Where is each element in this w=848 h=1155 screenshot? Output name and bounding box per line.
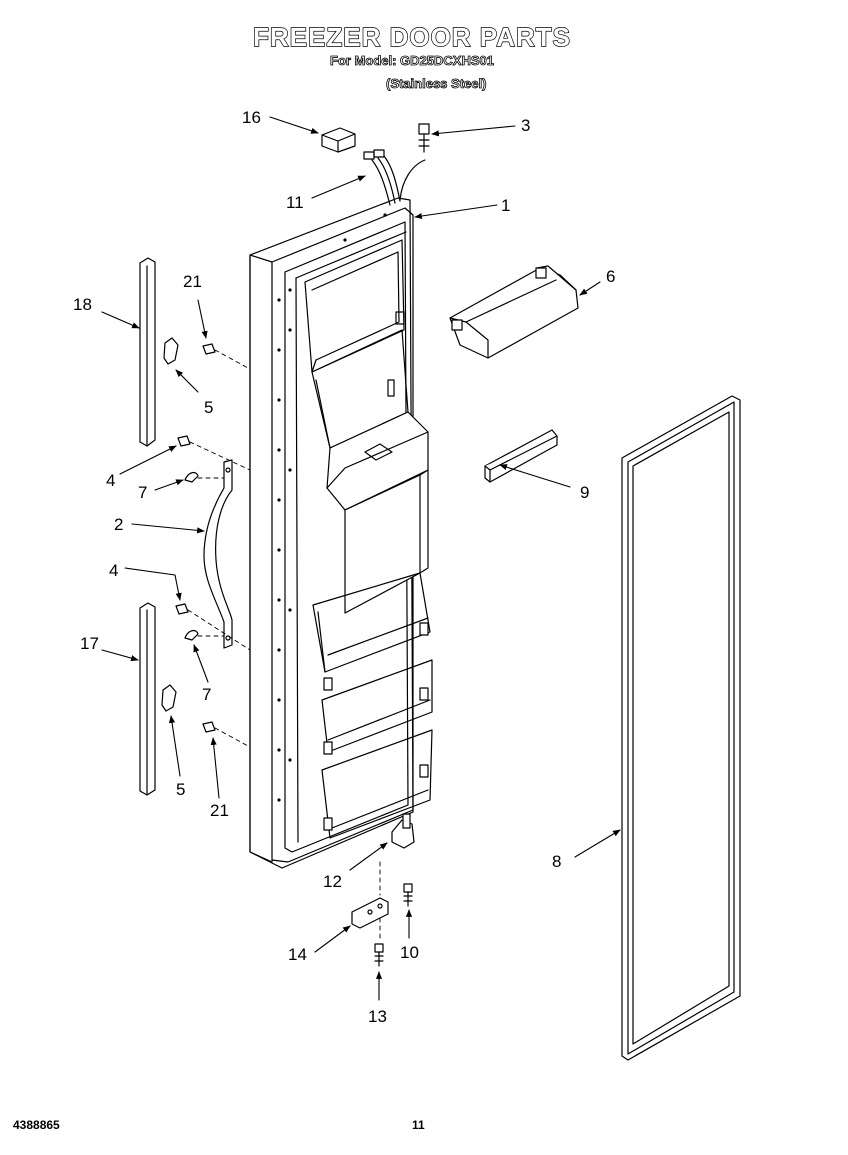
trim-strip-18: [139, 257, 156, 447]
door-gasket: [621, 395, 741, 1061]
callout-9: 9: [580, 483, 589, 502]
screw-part-3: [418, 123, 430, 153]
callout-13: 13: [368, 1007, 387, 1026]
model-line: For Model: GD25DCXHS01: [330, 53, 495, 69]
callout-18: 18: [73, 295, 92, 314]
callout-11: 11: [286, 193, 304, 212]
trim-strip: [484, 429, 558, 483]
callout-7a: 7: [138, 483, 147, 502]
leader-arrows: [101, 116, 621, 1001]
wire-harness: [363, 149, 426, 206]
wire-connector: [321, 127, 356, 153]
hardware: [161, 337, 216, 733]
callout-16: 16: [242, 108, 261, 127]
variant-line: (Stainless Steel): [386, 76, 487, 92]
callout-21a: 21: [183, 272, 202, 291]
callout-1: 1: [501, 196, 510, 215]
callout-21b: 21: [210, 801, 229, 820]
document-number: 4388865: [13, 1118, 60, 1132]
page-number: 11: [412, 1118, 425, 1132]
hinge-parts: [351, 813, 415, 967]
door-bin: [449, 265, 579, 359]
assembly-lines: [187, 349, 381, 943]
door-handle: [203, 459, 233, 649]
callout-labels: 16 3 11 1 6 21 18 5 4 7 9 2 4 17 7 5 21 …: [73, 108, 615, 1026]
callout-14: 14: [288, 945, 307, 964]
callout-2: 2: [114, 515, 123, 534]
trim-strip-17: [139, 602, 156, 796]
callout-12: 12: [323, 872, 342, 891]
callout-4b: 4: [109, 561, 118, 580]
callout-7b: 7: [202, 685, 211, 704]
callout-4a: 4: [106, 471, 115, 490]
callout-3: 3: [521, 116, 530, 135]
callout-5a: 5: [204, 398, 213, 417]
callout-17: 17: [80, 634, 99, 653]
callout-10: 10: [400, 943, 419, 962]
page-title: FREEZER DOOR PARTS: [252, 21, 571, 52]
callout-6: 6: [606, 267, 615, 286]
callout-5b: 5: [176, 780, 185, 799]
door-panel: [249, 197, 433, 869]
callout-8: 8: [552, 852, 561, 871]
